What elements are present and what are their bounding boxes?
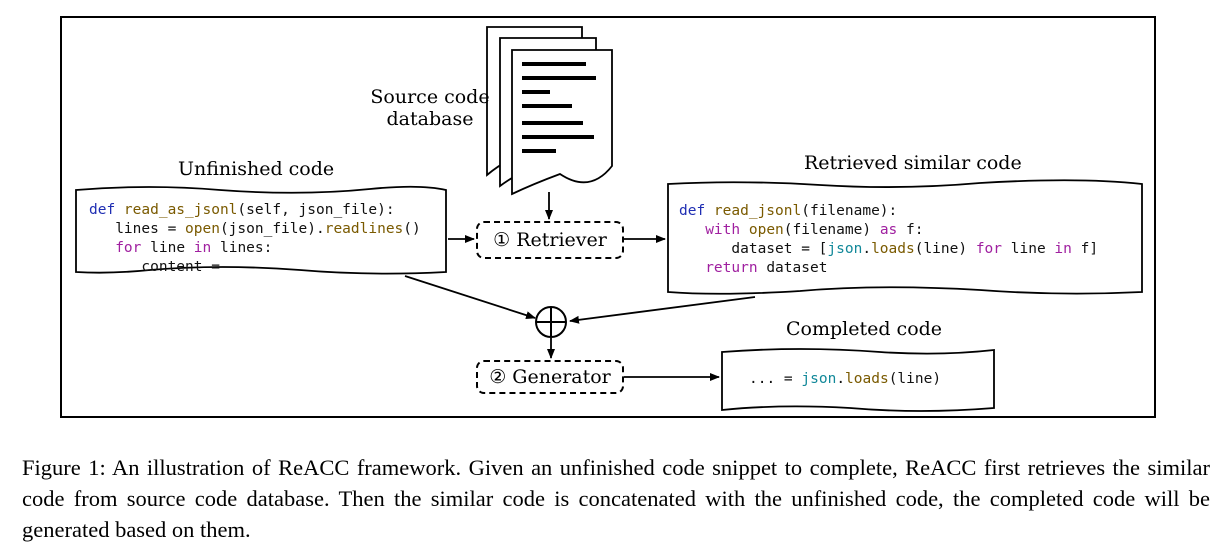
code-token: dataset: [757, 260, 828, 276]
code-token: def: [679, 203, 714, 219]
arrow-unfinished-to-concat: [404, 275, 536, 320]
source-db-label-line2: database: [386, 108, 474, 130]
retrieved-code-box: [667, 179, 1143, 295]
code-token: (line): [914, 241, 976, 257]
figure-caption: Figure 1: An illustration of ReACC frame…: [22, 455, 1210, 542]
code-token: (json_file).: [219, 221, 325, 237]
retriever-box: ① Retriever: [476, 221, 624, 259]
source-db-label-line1: Source code: [370, 86, 490, 108]
code-token: .: [862, 241, 872, 257]
document-stack-icon: [486, 26, 613, 196]
code-token: line: [1002, 241, 1055, 257]
code-token: loads: [845, 371, 889, 387]
code-token: json: [801, 371, 837, 387]
code-token: return: [705, 260, 758, 276]
code-token: read_jsonl: [713, 203, 802, 219]
code-token: with: [705, 222, 741, 238]
code-token: (): [403, 221, 421, 237]
code-token: lines:: [211, 240, 273, 256]
code-token: (self, json_file):: [237, 202, 395, 218]
unfinished-code-box: [75, 185, 447, 275]
code-line: lines = open(json_file).readlines(): [89, 220, 421, 239]
completed-code-box: [721, 348, 995, 412]
code-token: for: [115, 240, 142, 256]
code-token: f:: [897, 222, 924, 238]
code-line: return dataset: [679, 259, 1098, 278]
code-token: content =: [89, 259, 220, 275]
completed-code-snippet: ... = json.loads(line): [749, 370, 941, 389]
generator-box: ② Generator: [476, 360, 624, 394]
code-token: (filename): [783, 222, 880, 238]
code-line: for line in lines:: [89, 239, 421, 258]
code-token: [740, 222, 749, 238]
code-token: .: [836, 371, 846, 387]
code-token: read_as_jsonl: [123, 202, 238, 218]
code-line: ... = json.loads(line): [749, 370, 941, 389]
retrieved-code-snippet: def read_jsonl(filename): with open(file…: [679, 202, 1098, 278]
retrieved-code-label: Retrieved similar code: [804, 152, 1022, 174]
code-token: ... =: [749, 371, 802, 387]
code-token: [679, 222, 705, 238]
code-token: open: [185, 221, 220, 237]
unfinished-code-snippet: def read_as_jsonl(self, json_file): line…: [89, 201, 421, 277]
code-token: (line): [888, 371, 942, 387]
code-line: def read_jsonl(filename):: [679, 202, 1098, 221]
code-token: f]: [1071, 241, 1099, 257]
code-token: as: [879, 222, 898, 238]
code-line: with open(filename) as f:: [679, 221, 1098, 240]
concat-plus-icon: [535, 306, 567, 338]
code-token: def: [89, 202, 124, 218]
code-token: for: [975, 241, 1003, 257]
code-token: open: [748, 222, 784, 238]
code-token: (filename):: [801, 203, 898, 219]
code-token: line: [141, 240, 194, 256]
code-token: in: [193, 240, 212, 256]
code-token: in: [1054, 241, 1072, 257]
code-token: readlines: [324, 221, 404, 237]
completed-code-label: Completed code: [786, 318, 943, 340]
source-db-label: Source code database: [368, 86, 492, 130]
code-line: content =: [89, 258, 421, 277]
code-token: json: [827, 241, 863, 257]
unfinished-code-label: Unfinished code: [178, 158, 335, 180]
code-token: lines =: [89, 221, 186, 237]
code-token: loads: [871, 241, 915, 257]
code-token: dataset = [: [679, 241, 828, 257]
code-token: [89, 240, 115, 256]
figure-frame: [60, 16, 1156, 418]
code-line: def read_as_jsonl(self, json_file):: [89, 201, 421, 220]
arrow-retrieved-to-concat: [569, 296, 756, 324]
code-line: dataset = [json.loads(line) for line in …: [679, 240, 1098, 259]
code-token: [679, 260, 705, 276]
